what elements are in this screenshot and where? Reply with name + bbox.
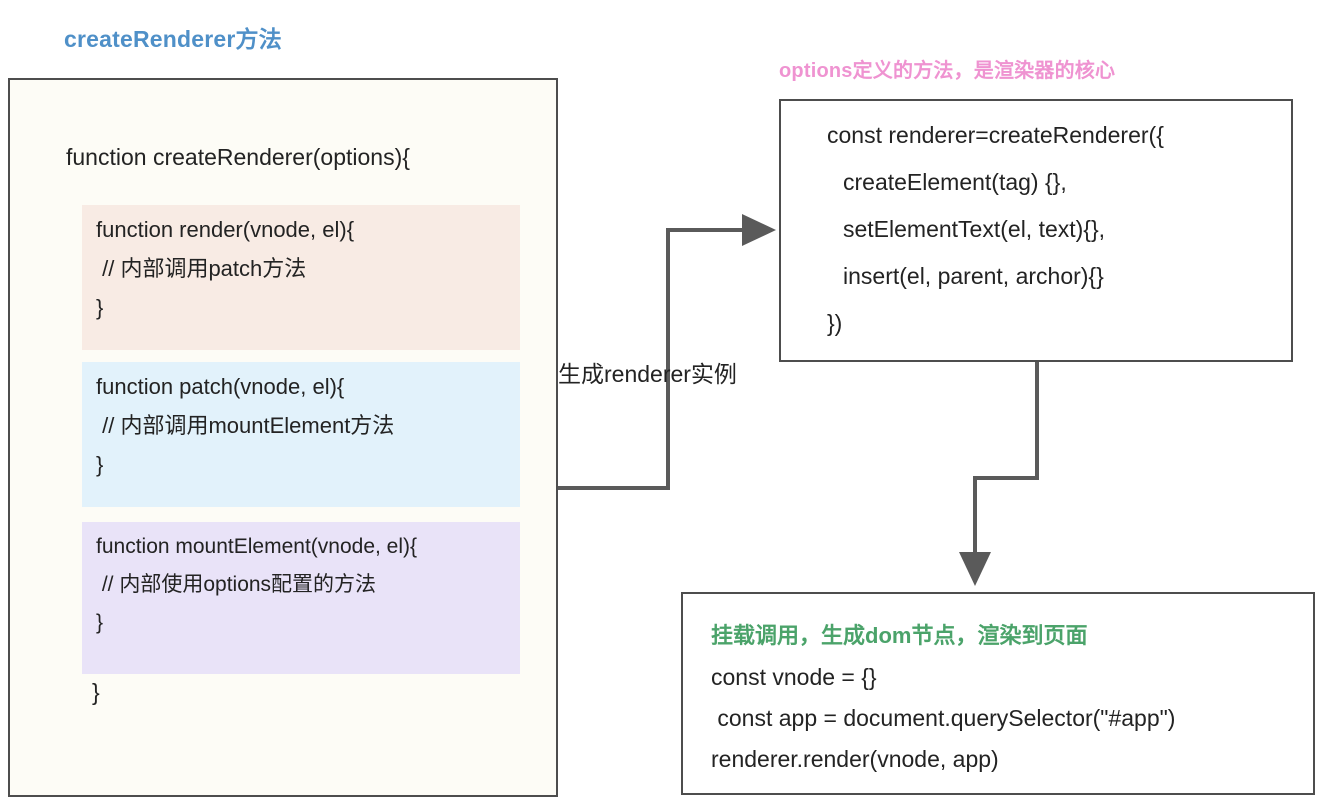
render-line-2: // 内部调用patch方法 — [96, 256, 307, 281]
renderer-instance-box — [779, 99, 1293, 362]
mount-element-line-2: // 内部使用options配置的方法 — [96, 573, 377, 596]
renderer-line-1: const renderer=createRenderer({ — [827, 122, 1164, 148]
renderer-line-3: setElementText(el, text){}, — [843, 216, 1106, 242]
patch-line-2: // 内部调用mountElement方法 — [96, 413, 395, 438]
mount-element-line-1: function mountElement(vnode, el){ — [96, 535, 418, 558]
mount-element-line-3: } — [96, 611, 104, 634]
edge-label-generate-renderer-instance: 生成renderer实例 — [558, 361, 737, 387]
mount-line-1: const vnode = {} — [711, 664, 877, 690]
render-line-1: function render(vnode, el){ — [96, 217, 355, 242]
render-line-3: } — [96, 295, 104, 320]
mount-line-2: const app = document.querySelector("#app… — [711, 705, 1176, 731]
mount-box-heading: 挂载调用，生成dom节点，渲染到页面 — [711, 623, 1088, 648]
create-renderer-closing-brace: } — [92, 679, 100, 705]
mount-box — [681, 592, 1315, 795]
mount-line-3: renderer.render(vnode, app) — [711, 746, 999, 772]
title-create-renderer: createRenderer方法 — [64, 26, 282, 52]
patch-function-block: function patch(vnode, el){ // 内部调用mountE… — [82, 362, 520, 507]
edge-renderer-to-mount — [959, 362, 1039, 586]
renderer-instance-code: const renderer=createRenderer({ createEl… — [827, 124, 1164, 335]
mount-element-function-block: function mountElement(vnode, el){ // 内部使… — [82, 522, 520, 674]
renderer-line-2: createElement(tag) {}, — [843, 169, 1067, 195]
renderer-line-5: }) — [827, 310, 843, 336]
mount-box-code: const vnode = {} const app = document.qu… — [711, 666, 1175, 771]
patch-line-3: } — [96, 452, 104, 477]
render-function-block: function render(vnode, el){ // 内部调用patch… — [82, 205, 520, 350]
title-options-methods: options定义的方法，是渲染器的核心 — [779, 60, 1116, 82]
patch-line-1: function patch(vnode, el){ — [96, 374, 345, 399]
renderer-line-4: insert(el, parent, archor){} — [843, 263, 1104, 289]
create-renderer-signature: function createRenderer(options){ — [66, 144, 410, 170]
